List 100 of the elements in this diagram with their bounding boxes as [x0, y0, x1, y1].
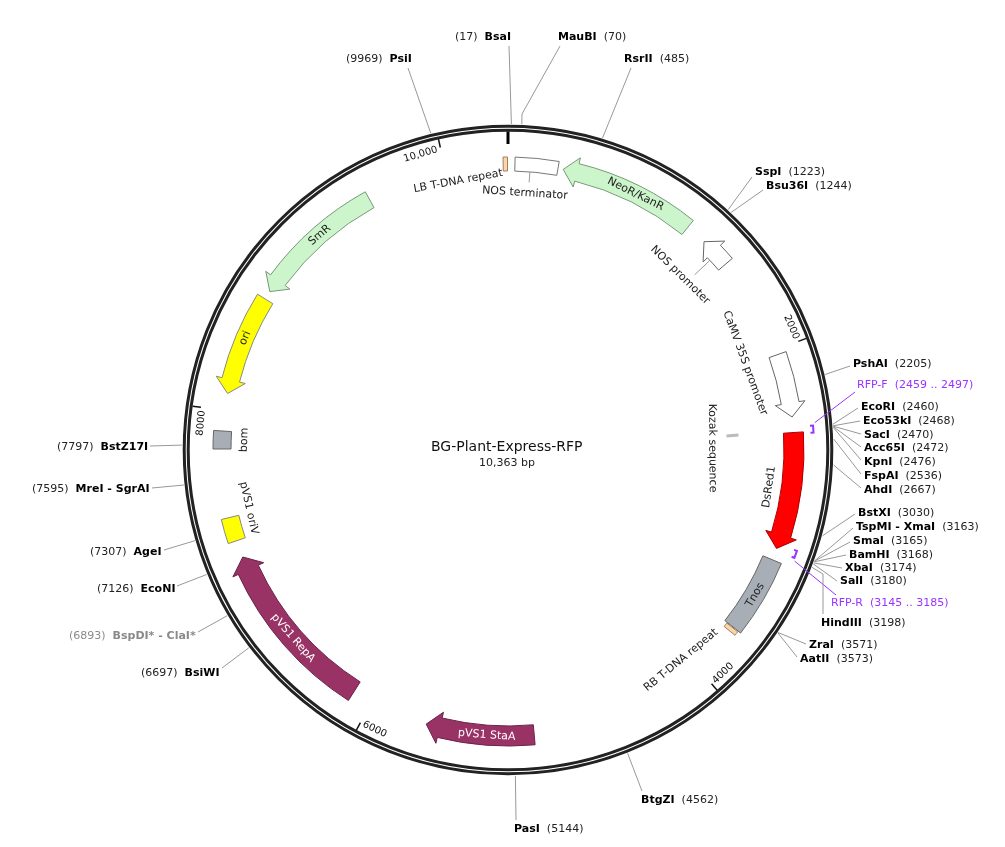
- leader-line: [197, 615, 228, 633]
- enzyme-name: BamHI: [849, 548, 890, 561]
- cut-position: (3180): [870, 574, 907, 587]
- enzyme-name: SacI: [864, 428, 890, 441]
- leader-line: [833, 438, 862, 475]
- feature-label: bom: [236, 427, 252, 453]
- enzyme-name: EcoNI: [140, 582, 176, 595]
- cut-position: (3165): [890, 534, 928, 547]
- leader-line: [813, 562, 843, 569]
- primer-range: (3145 .. 3185): [870, 596, 949, 609]
- tick-label: 8000: [193, 409, 208, 437]
- cut-position: (7126): [97, 582, 134, 595]
- enzyme-name: BstZ17I: [100, 440, 149, 453]
- leader-line: [149, 444, 183, 447]
- leader-line: [176, 574, 208, 587]
- leader-line: [694, 260, 711, 276]
- leader-line: [602, 67, 632, 139]
- cut-position: (3198): [868, 616, 906, 629]
- enzyme-name: KpnI: [864, 455, 893, 468]
- primer-range: (2459 .. 2497): [894, 378, 974, 391]
- leader-line: [221, 647, 250, 669]
- cut-position: (9969): [346, 52, 383, 65]
- enzyme-name: MreI - SgrAI: [75, 482, 150, 495]
- leader-line: [814, 527, 854, 562]
- leader-line: [514, 775, 517, 821]
- cut-position: (7307): [90, 545, 127, 558]
- cut-position: (2472): [911, 441, 949, 454]
- enzyme-name: SspI: [755, 165, 782, 178]
- cut-position: (2460): [902, 400, 939, 413]
- leader-line: [813, 541, 851, 562]
- cut-position: (2205): [894, 357, 932, 370]
- leader-line: [811, 566, 824, 615]
- tick-label: 2000: [781, 313, 803, 342]
- enzyme-name: BstXI: [858, 506, 891, 519]
- feature-label: ori: [235, 328, 255, 348]
- feature-label: DsRed1: [759, 464, 780, 509]
- leader-line: [822, 513, 856, 537]
- cut-position: (3174): [879, 561, 917, 574]
- enzyme-name: AgeI: [133, 545, 162, 558]
- cut-position: (1244): [815, 179, 852, 192]
- cut-position: (2468): [918, 414, 955, 427]
- enzyme-name: MauBI: [558, 30, 597, 43]
- leader-line: [627, 752, 643, 792]
- cut-position: (3168): [896, 548, 934, 561]
- leader-line: [151, 484, 185, 489]
- cut-position: (17): [455, 30, 478, 43]
- enzyme-name: EcoRI: [861, 400, 896, 413]
- tick-label: 10,000: [402, 142, 440, 165]
- leader-line: [521, 45, 561, 125]
- cut-position: (2470): [896, 428, 934, 441]
- cut-position: (3163): [942, 520, 979, 533]
- enzyme-name: Bsu36I: [766, 179, 809, 192]
- enzyme-name: ZraI: [809, 638, 834, 651]
- cut-position: (70): [603, 30, 627, 43]
- enzyme-name: PsiI: [389, 52, 412, 65]
- leader-line: [832, 426, 862, 461]
- leader-line: [814, 391, 856, 424]
- enzyme-name: RsrII: [624, 52, 653, 65]
- cut-position: (3573): [836, 652, 873, 665]
- enzyme-name: SalI: [840, 574, 864, 587]
- enzyme-name: BsiWI: [184, 666, 220, 679]
- enzyme-name: PasI: [514, 822, 540, 835]
- leader-line: [832, 407, 859, 425]
- leader-line: [832, 426, 862, 448]
- cut-position: (5144): [546, 822, 584, 835]
- enzyme-name: HindIII: [821, 616, 862, 629]
- enzyme-name: Eco53kI: [863, 414, 912, 427]
- leader-line: [777, 632, 807, 645]
- leader-line: [528, 171, 531, 183]
- primer-name: RFP-R: [831, 596, 863, 609]
- enzyme-name: BspDI* - ClaI*: [112, 629, 196, 642]
- cut-position: (2667): [899, 483, 936, 496]
- leader-line: [727, 176, 753, 211]
- enzyme-name: SmaI: [853, 534, 884, 547]
- leader-line: [833, 464, 862, 489]
- plasmid-name: BG-Plant-Express-RFP: [431, 437, 583, 455]
- feature-label: Kozak sequence: [704, 403, 720, 493]
- cut-position: (3030): [897, 506, 935, 519]
- enzyme-name: AatII: [800, 652, 830, 665]
- enzyme-name: FspAI: [864, 469, 899, 482]
- leader-line: [163, 540, 196, 551]
- enzyme-name: Acc65I: [864, 441, 905, 454]
- leader-line: [730, 189, 764, 213]
- leader-line: [508, 45, 512, 125]
- feature-label: pVS1 StaA: [457, 726, 516, 745]
- enzyme-name: XbaI: [845, 561, 873, 574]
- leader-line: [407, 67, 432, 134]
- leader-line: [777, 632, 798, 658]
- enzyme-name: TspMI - XmaI: [856, 520, 936, 533]
- cut-position: (4562): [681, 793, 719, 806]
- cut-position: (6697): [141, 666, 178, 679]
- cut-position: (485): [659, 52, 690, 65]
- enzyme-name: BtgZI: [641, 793, 675, 806]
- primer-name: RFP-F: [857, 378, 888, 391]
- tick-label: 6000: [360, 717, 389, 740]
- leader-line: [832, 420, 861, 427]
- cut-position: (7595): [32, 482, 69, 495]
- leader-line: [794, 560, 837, 596]
- cut-position: (2476): [899, 455, 936, 468]
- cut-position: (2536): [905, 469, 943, 482]
